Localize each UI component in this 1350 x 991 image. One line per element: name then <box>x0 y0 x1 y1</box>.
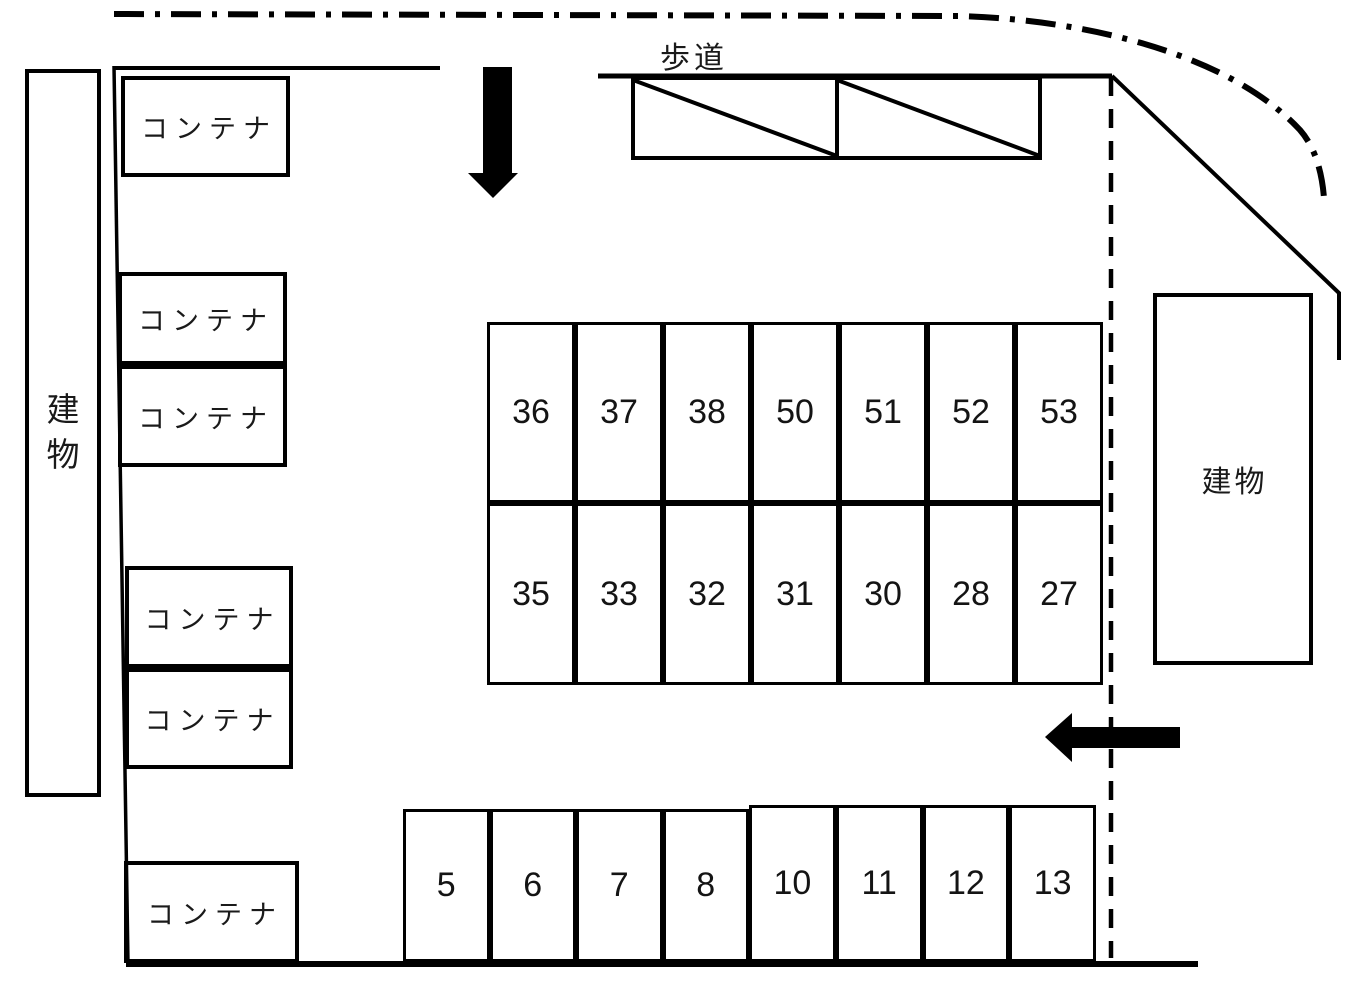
left-boundary-line <box>112 65 130 965</box>
road-centerline <box>113 11 1327 199</box>
parking-space-36: 36 <box>487 322 575 503</box>
left-arrow-icon <box>1045 713 1180 762</box>
container-box-4: コンテナ <box>125 566 293 668</box>
parking-space-7: 7 <box>576 809 663 962</box>
container-box-6: コンテナ <box>124 861 299 963</box>
parking-space-10: 10 <box>749 805 836 962</box>
crosshatch-zone-2 <box>835 76 1042 160</box>
right-diagonal-boundary <box>1110 74 1341 360</box>
parking-space-52: 52 <box>927 322 1015 503</box>
parking-space-11: 11 <box>835 805 923 962</box>
bottom-parking-lot-right: 10 11 12 13 <box>749 805 1096 962</box>
parking-space-8: 8 <box>662 809 749 962</box>
parking-space-37: 37 <box>575 322 663 503</box>
parking-space-35: 35 <box>487 503 575 685</box>
parking-space-13: 13 <box>1009 805 1096 962</box>
parking-space-28: 28 <box>927 503 1015 685</box>
building-left: 建物 <box>25 69 101 797</box>
parking-space-5: 5 <box>403 809 490 962</box>
parking-space-27: 27 <box>1015 503 1103 685</box>
building-right-label: 建物 <box>1201 466 1268 499</box>
container-box-5: コンテナ <box>125 668 293 769</box>
parking-space-6: 6 <box>489 809 576 962</box>
parking-space-31: 31 <box>751 503 839 685</box>
building-right: 建物 <box>1153 293 1313 665</box>
sidewalk-label: 歩道 <box>660 42 728 75</box>
parking-space-51: 51 <box>839 322 927 503</box>
container-box-2: コンテナ <box>118 272 287 365</box>
parking-space-38: 38 <box>663 322 751 503</box>
parking-space-32: 32 <box>663 503 751 685</box>
parking-space-30: 30 <box>839 503 927 685</box>
parking-space-12: 12 <box>922 805 1010 962</box>
building-left-label: 建物 <box>46 391 80 473</box>
parking-space-50: 50 <box>751 322 839 503</box>
parking-space-53: 53 <box>1015 322 1103 503</box>
bottom-parking-lot-left: 5 6 7 8 <box>403 809 749 962</box>
container-box-3: コンテナ <box>118 365 287 467</box>
down-arrow-icon <box>468 67 518 198</box>
crosshatch-zone-2-diagonal <box>836 78 1041 158</box>
container-box-1: コンテナ <box>121 76 290 177</box>
crosshatch-zone-1-diagonal <box>632 78 838 158</box>
middle-parking-lot: 36 37 38 50 51 52 53 35 33 32 31 30 28 2… <box>487 322 1103 685</box>
parking-space-33: 33 <box>575 503 663 685</box>
